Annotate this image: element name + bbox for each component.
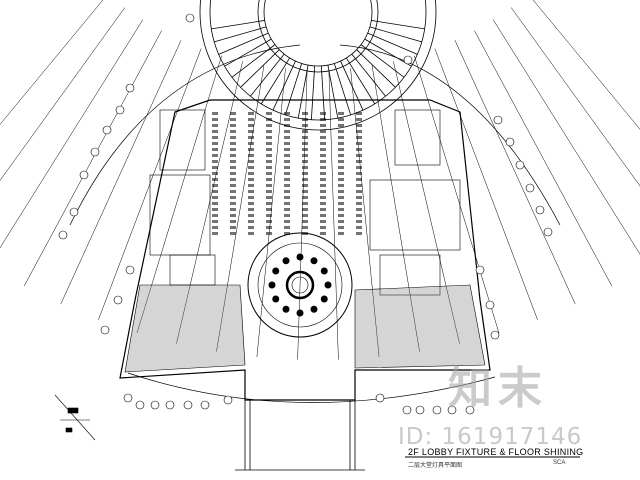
drawing-title: 2F LOBBY FIXTURE & FLOOR SHINING — [408, 447, 584, 457]
right-rooms — [354, 109, 486, 369]
watermark-brand: 知末 — [448, 363, 548, 414]
entrance-corridor — [235, 370, 365, 471]
outer-arcs — [69, 44, 561, 403]
legend-marks — [54, 394, 96, 441]
dome-top — [199, 0, 437, 131]
drawing-subtitle: 二层大堂灯具平面图 — [408, 463, 463, 469]
scale-label: SCA — [553, 460, 566, 466]
central-rotunda — [247, 232, 353, 338]
lobby-floor-tiles — [212, 112, 362, 235]
grid-bubbles — [58, 13, 553, 415]
watermark-id: ID: 161917146 — [398, 424, 583, 450]
left-rooms — [124, 109, 246, 373]
